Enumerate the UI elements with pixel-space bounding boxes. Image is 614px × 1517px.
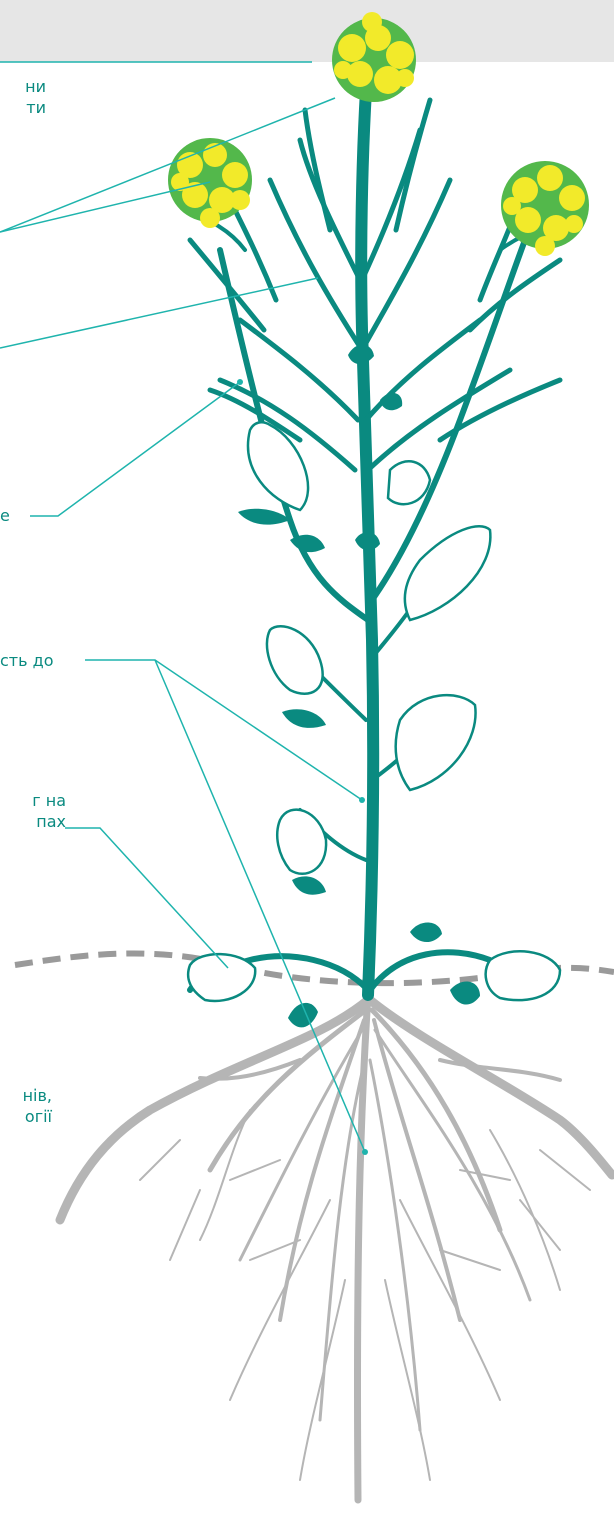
label-roots: нів, огії bbox=[0, 1085, 52, 1127]
label-flower-line1: ни bbox=[0, 76, 46, 97]
label-leaves-line1: г на bbox=[0, 790, 66, 811]
label-leaves-line2: пах bbox=[0, 811, 66, 832]
label-leaves: г на пах bbox=[0, 790, 66, 832]
leader-lines bbox=[0, 62, 365, 1152]
label-roots-line1: нів, bbox=[0, 1085, 52, 1106]
flower-cluster-top bbox=[332, 12, 416, 102]
label-flower-cluster: ни ти bbox=[0, 76, 46, 118]
label-roots-line2: огії bbox=[0, 1106, 52, 1127]
label-branches: е bbox=[0, 505, 10, 526]
root-system bbox=[60, 995, 612, 1500]
label-stem: сть до bbox=[0, 650, 53, 671]
label-flower-line2: ти bbox=[0, 97, 46, 118]
